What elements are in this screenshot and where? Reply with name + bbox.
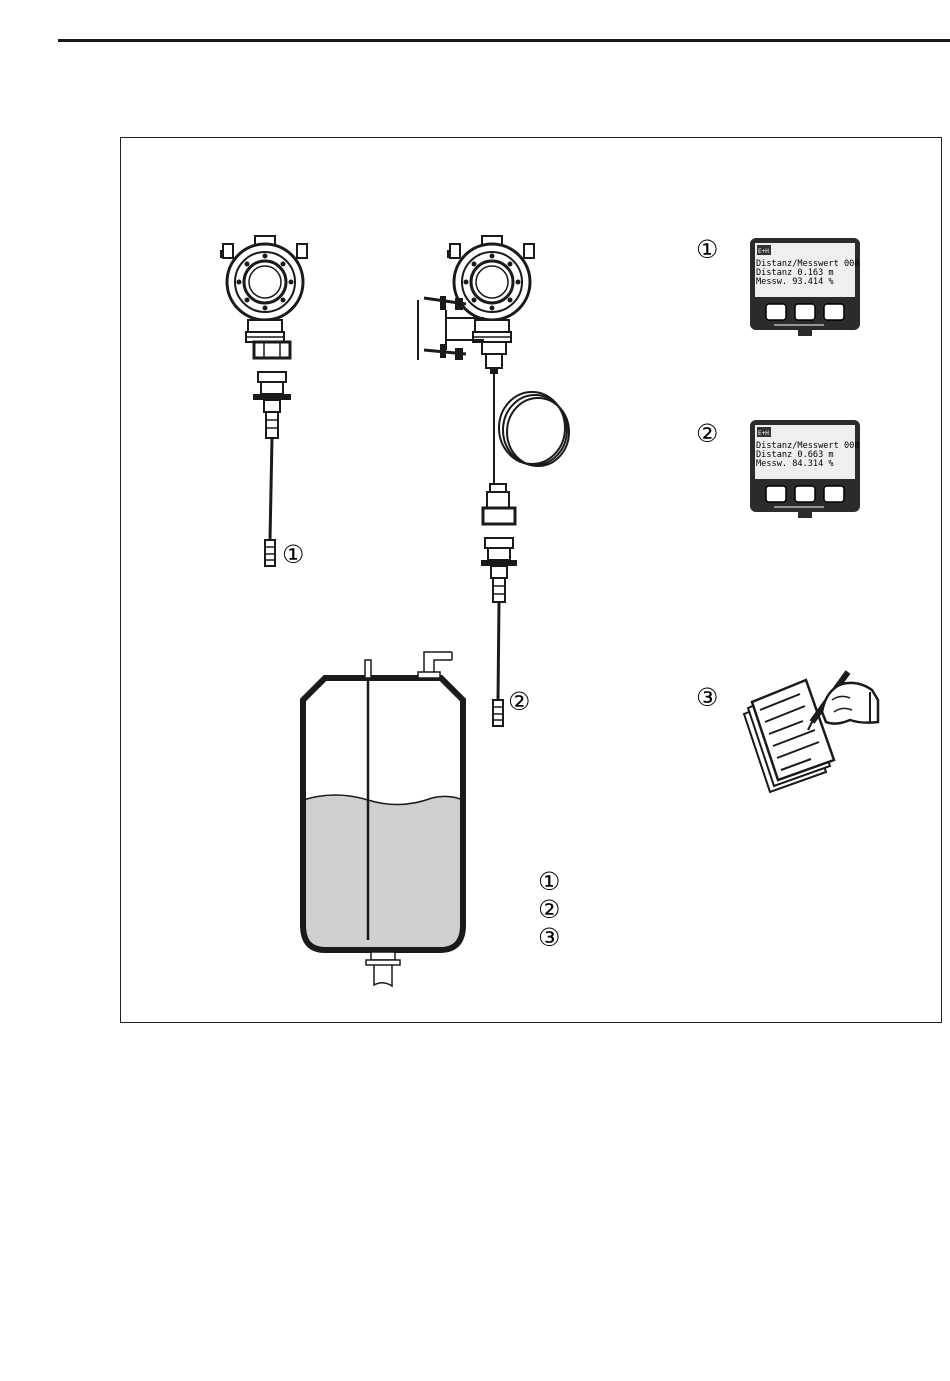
- notes-writing-icon: [744, 672, 878, 792]
- marker-3-notes: ③: [696, 683, 718, 712]
- marker-2-probe: ②: [508, 687, 530, 716]
- legend-marker-3: ③: [538, 923, 560, 952]
- display-unit-1: E+H Distanz/Messwert 008 Distanz 0.163 m…: [750, 238, 860, 336]
- probe-compact: [220, 236, 307, 566]
- logo-1: E+H: [758, 248, 769, 255]
- tank: [303, 652, 463, 986]
- liquid-fill: [303, 795, 463, 950]
- legend-marker-1: ①: [538, 867, 560, 896]
- display-1-line-3: Messw. 93.414 %: [756, 277, 834, 287]
- marker-1-display: ①: [696, 235, 718, 264]
- logo-2: E+H: [758, 430, 769, 437]
- marker-1-probe: ①: [282, 540, 304, 569]
- display-unit-2: E+H Distanz/Messwert 008 Distanz 0.663 m…: [750, 420, 860, 518]
- marker-2-display: ②: [696, 419, 718, 448]
- legend-marker-2: ②: [538, 895, 560, 924]
- display-2-line-3: Messw. 84.314 %: [756, 459, 834, 469]
